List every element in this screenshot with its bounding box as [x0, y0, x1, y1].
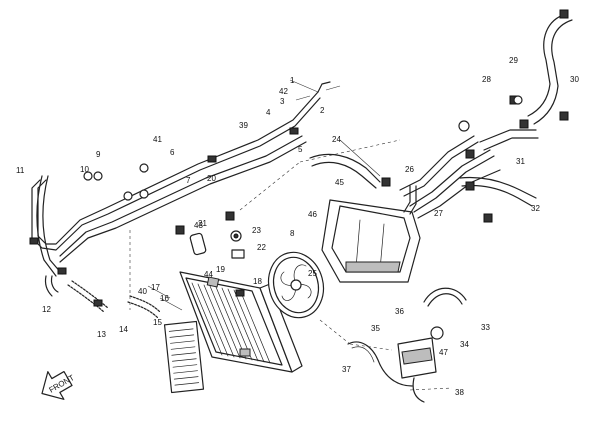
callout-5: 5 [298, 145, 303, 154]
callout-35: 35 [371, 324, 380, 333]
fan-shroud [321, 199, 421, 283]
callout-3: 3 [280, 97, 285, 106]
callout-31: 31 [516, 157, 525, 166]
callout-18: 18 [253, 277, 262, 286]
callout-22: 22 [257, 243, 266, 252]
callout-40: 40 [138, 287, 147, 296]
callout-7: 7 [186, 176, 191, 185]
callout-32: 32 [531, 204, 540, 213]
hose-33 [423, 287, 467, 307]
callout-47: 47 [439, 348, 448, 357]
leader-lines [129, 79, 453, 391]
radiator [179, 271, 303, 373]
callout-23: 23 [252, 226, 261, 235]
callout-19: 19 [216, 265, 225, 274]
callout-43: 43 [194, 221, 203, 230]
sensor-22 [231, 249, 245, 259]
hose-11 [36, 175, 63, 277]
callout-38: 38 [455, 388, 464, 397]
hose-35 [347, 341, 413, 387]
hose-30 [527, 13, 573, 125]
callout-26: 26 [405, 165, 414, 174]
callout-labels: 1 2 3 4 5 6 7 8 9 10 11 12 13 14 15 16 1… [16, 56, 579, 397]
callout-6: 6 [170, 148, 175, 157]
callout-4: 4 [266, 108, 271, 117]
hose-40 [127, 295, 161, 319]
callout-16: 16 [160, 294, 169, 303]
callout-33: 33 [481, 323, 490, 332]
callout-25: 25 [308, 269, 317, 278]
callout-2: 2 [320, 106, 325, 115]
callout-10: 10 [80, 165, 89, 174]
coolant-reservoir [397, 326, 444, 403]
callout-20: 20 [207, 174, 216, 183]
hose-39-left [67, 280, 109, 313]
callout-37: 37 [342, 365, 351, 374]
cap-23 [230, 230, 242, 242]
callout-1: 1 [290, 76, 295, 85]
callout-45: 45 [335, 178, 344, 187]
callout-27: 27 [434, 209, 443, 218]
callout-42: 42 [279, 87, 288, 96]
callout-21: 21 [198, 219, 207, 228]
hose-12 [44, 275, 59, 297]
hose-clamps [29, 9, 569, 307]
callout-34: 34 [460, 340, 469, 349]
oil-cooler [163, 320, 205, 394]
callout-46: 46 [308, 210, 317, 219]
callout-39: 39 [239, 121, 248, 130]
callout-8: 8 [290, 229, 295, 238]
callout-17: 17 [151, 283, 160, 292]
front-arrow-icon: FRONT [41, 370, 76, 400]
callout-30: 30 [570, 75, 579, 84]
callout-11: 11 [16, 166, 25, 175]
callout-15: 15 [153, 318, 162, 327]
callout-12: 12 [42, 305, 51, 314]
callout-29: 29 [509, 56, 518, 65]
cooling-fan [267, 251, 325, 319]
callout-13: 13 [97, 330, 106, 339]
hose-24 [309, 153, 381, 189]
callout-28: 28 [482, 75, 491, 84]
callout-41: 41 [153, 135, 162, 144]
hose-cluster-right [399, 129, 539, 219]
callout-24: 24 [332, 135, 341, 144]
callout-9: 9 [96, 150, 101, 159]
callout-14: 14 [119, 325, 128, 334]
callout-36: 36 [395, 307, 404, 316]
callout-44: 44 [204, 270, 213, 279]
hose-21 [189, 232, 207, 256]
coolant-pipe-set-left [31, 81, 331, 263]
